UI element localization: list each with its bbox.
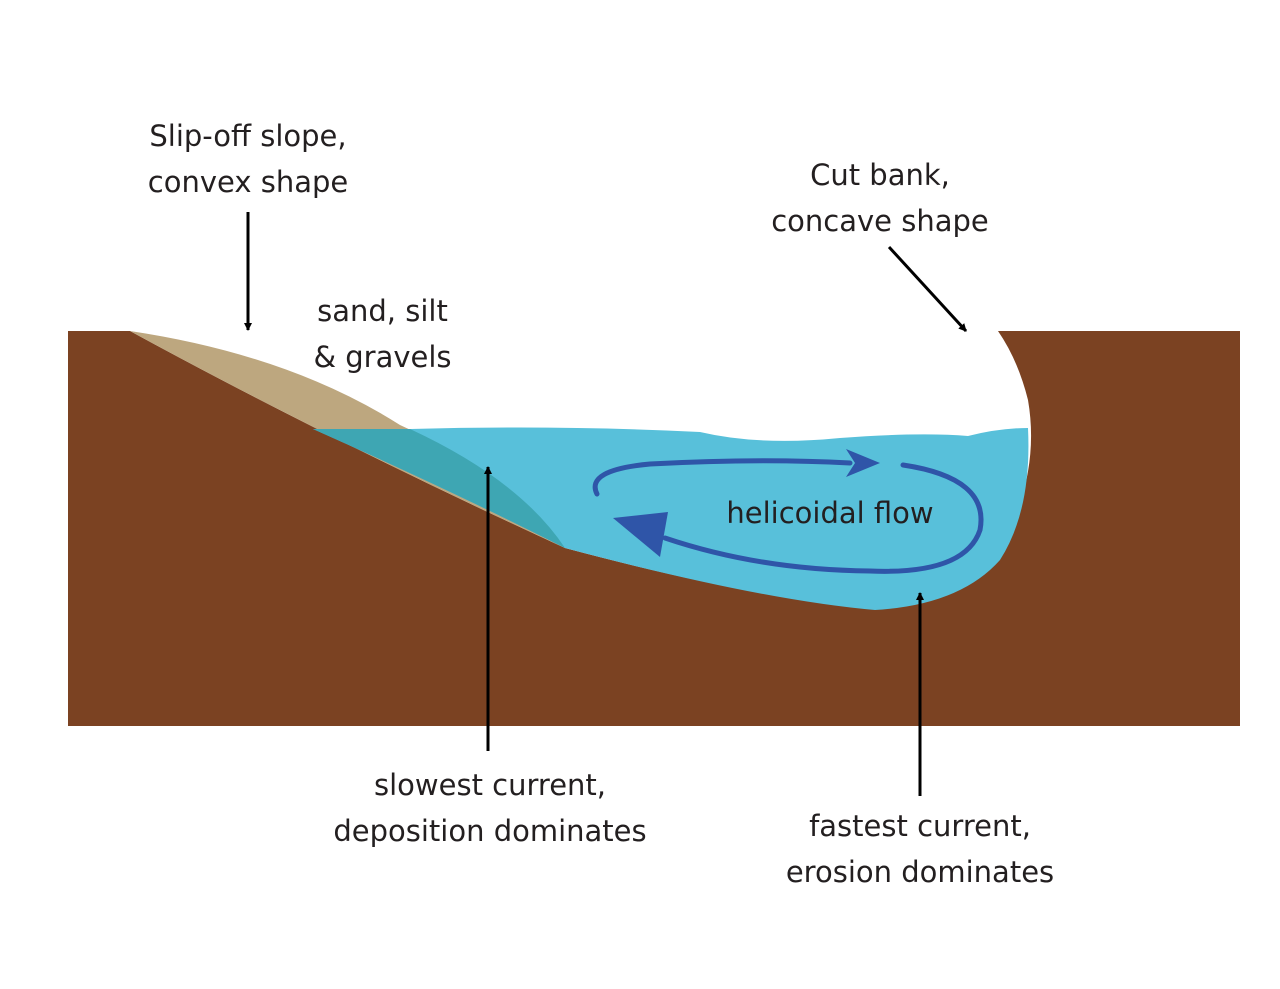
fastest-current-label: fastest current, erosion dominates — [740, 803, 1100, 895]
sediment-label-line1: sand, silt — [317, 294, 448, 328]
helicoidal-flow-label: helicoidal flow — [700, 490, 960, 536]
cut-bank-label: Cut bank, concave shape — [740, 152, 1020, 244]
slip-off-slope-label: Slip-off slope, convex shape — [108, 113, 388, 205]
fastest-current-label-line1: fastest current, — [809, 809, 1031, 843]
slowest-current-label: slowest current, deposition dominates — [300, 762, 680, 854]
sediment-label: sand, silt & gravels — [290, 288, 475, 380]
slip-off-slope-label-line2: convex shape — [147, 165, 349, 199]
helicoidal-flow-arrowhead-lower — [613, 512, 668, 557]
helicoidal-flow-label-text: helicoidal flow — [726, 496, 934, 530]
helicoidal-flow-arrow-lower — [662, 462, 984, 574]
slowest-current-label-line2: deposition dominates — [333, 814, 647, 848]
cut-bank-label-line2: concave shape — [771, 204, 989, 238]
sediment-label-line2: & gravels — [313, 340, 452, 374]
cut-bank-arrow — [887, 245, 968, 333]
cut-bank-label-line1: Cut bank, — [810, 158, 950, 192]
fastest-current-label-line2: erosion dominates — [785, 855, 1055, 889]
slip-off-slope-label-line1: Slip-off slope, — [149, 119, 347, 153]
helicoidal-flow-arrowhead-upper — [846, 449, 880, 477]
helicoidal-flow-arrow-upper — [592, 458, 853, 497]
slowest-current-label-line1: slowest current, — [374, 768, 606, 802]
ground — [68, 331, 1240, 726]
submerged-sediment — [313, 429, 565, 548]
